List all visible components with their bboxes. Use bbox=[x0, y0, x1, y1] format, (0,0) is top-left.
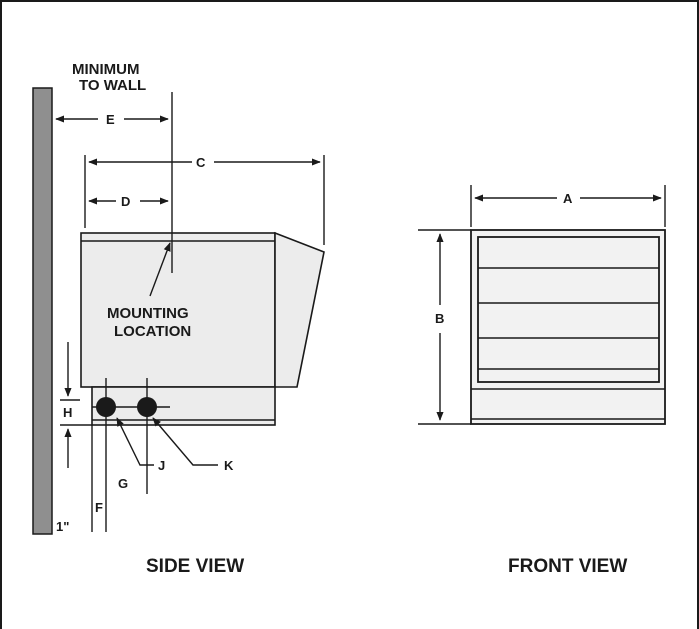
dim-b-label: B bbox=[435, 311, 444, 326]
dim-k-label: K bbox=[224, 458, 234, 473]
leader-j bbox=[116, 417, 154, 466]
front-view-caption: FRONT VIEW bbox=[508, 556, 627, 577]
dim-c-label: C bbox=[196, 155, 206, 170]
leader-k bbox=[152, 417, 218, 466]
pipe-k-connection bbox=[137, 397, 157, 417]
heater-side-body bbox=[80, 232, 276, 388]
heater-louver-side bbox=[274, 231, 325, 388]
mounting-location-arrow bbox=[149, 242, 171, 297]
pipe-j-connection bbox=[96, 397, 116, 417]
dim-h-label: H bbox=[63, 405, 72, 420]
dim-j-label: J bbox=[158, 458, 165, 473]
wall bbox=[32, 87, 53, 535]
mounting-location-label-line1: MOUNTING bbox=[107, 305, 189, 322]
side-view-caption: SIDE VIEW bbox=[146, 556, 244, 577]
dim-d-label: D bbox=[121, 194, 130, 209]
heater-front-louver-frame bbox=[477, 236, 660, 383]
heater-side-skirt bbox=[91, 386, 276, 426]
dim-e-label: E bbox=[106, 112, 115, 127]
dim-f-label: F bbox=[95, 500, 103, 515]
minimum-to-wall-label-line2: TO WALL bbox=[79, 77, 146, 94]
dim-g-label: G bbox=[118, 476, 128, 491]
mounting-location-label-line2: LOCATION bbox=[114, 323, 191, 340]
heater-front-body bbox=[470, 229, 666, 425]
minimum-to-wall-label-line1: MINIMUM bbox=[72, 61, 140, 78]
dim-a-label: A bbox=[563, 191, 573, 206]
wall-gap-label: 1" bbox=[56, 519, 69, 534]
